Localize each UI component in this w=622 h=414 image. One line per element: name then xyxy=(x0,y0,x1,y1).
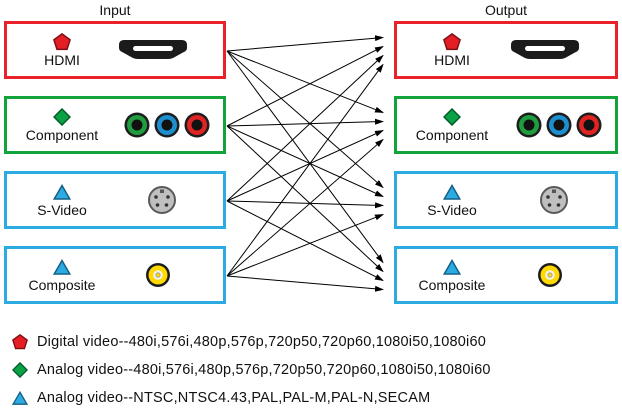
legend-item-analog-hd: Analog video--480i,576i,480p,576p,720p50… xyxy=(12,356,612,384)
port-id-block: S-Video xyxy=(19,183,105,218)
input-component-box: Component xyxy=(4,96,226,154)
port-label: Component xyxy=(25,126,99,143)
triangle-icon xyxy=(12,390,28,405)
composite-rca-icon xyxy=(145,262,171,288)
port-id-block: Component xyxy=(19,107,105,143)
port-id-block: S-Video xyxy=(409,183,495,218)
legend-item-digital: Digital video--480i,576i,480p,576p,720p5… xyxy=(12,328,612,356)
output-composite-box: Composite xyxy=(394,246,618,304)
composite-rca-icon xyxy=(537,262,563,288)
signal-flow-arrows xyxy=(226,35,384,292)
triangle-icon xyxy=(443,258,461,275)
port-id-block: Composite xyxy=(19,258,105,293)
output-hdmi-box: HDMI xyxy=(394,21,618,79)
hdmi-connector-icon xyxy=(117,38,189,62)
input-svideo-box: S-Video xyxy=(4,171,226,229)
diamond-icon xyxy=(12,362,28,378)
legend-text: Digital video--480i,576i,480p,576p,720p5… xyxy=(37,334,486,350)
svideo-connector-icon xyxy=(539,185,569,215)
triangle-icon xyxy=(443,183,461,200)
input-composite-box: Composite xyxy=(4,246,226,304)
port-id-block: Component xyxy=(409,107,495,143)
port-id-block: HDMI xyxy=(409,32,495,68)
output-svideo-box: S-Video xyxy=(394,171,618,229)
port-label: HDMI xyxy=(434,51,470,68)
port-label: S-Video xyxy=(37,201,87,218)
input-hdmi-box: HDMI xyxy=(4,21,226,79)
component-rca-icons xyxy=(515,111,603,139)
legend-text: Analog video--NTSC,NTSC4.43,PAL,PAL-M,PA… xyxy=(37,390,431,406)
port-label: Component xyxy=(415,126,489,143)
triangle-icon xyxy=(53,183,71,200)
port-id-block: HDMI xyxy=(19,32,105,68)
pentagon-icon xyxy=(12,334,28,350)
input-column-header: Input xyxy=(99,2,131,18)
legend-item-analog-sd: Analog video--NTSC,NTSC4.43,PAL,PAL-M,PA… xyxy=(12,384,612,412)
legend-text: Analog video--480i,576i,480p,576p,720p50… xyxy=(37,362,491,378)
port-label: Composite xyxy=(418,276,486,293)
port-label: Composite xyxy=(28,276,96,293)
hdmi-connector-icon xyxy=(509,38,581,62)
component-rca-icons xyxy=(123,111,211,139)
port-label: HDMI xyxy=(44,51,80,68)
pentagon-icon xyxy=(443,32,461,50)
pentagon-icon xyxy=(53,32,71,50)
output-component-box: Component xyxy=(394,96,618,154)
output-column-header: Output xyxy=(484,2,528,18)
triangle-icon xyxy=(53,258,71,275)
legend: Digital video--480i,576i,480p,576p,720p5… xyxy=(12,328,612,412)
svideo-connector-icon xyxy=(147,185,177,215)
diamond-icon xyxy=(53,107,71,126)
port-label: S-Video xyxy=(427,201,477,218)
port-id-block: Composite xyxy=(409,258,495,293)
diamond-icon xyxy=(443,107,461,126)
